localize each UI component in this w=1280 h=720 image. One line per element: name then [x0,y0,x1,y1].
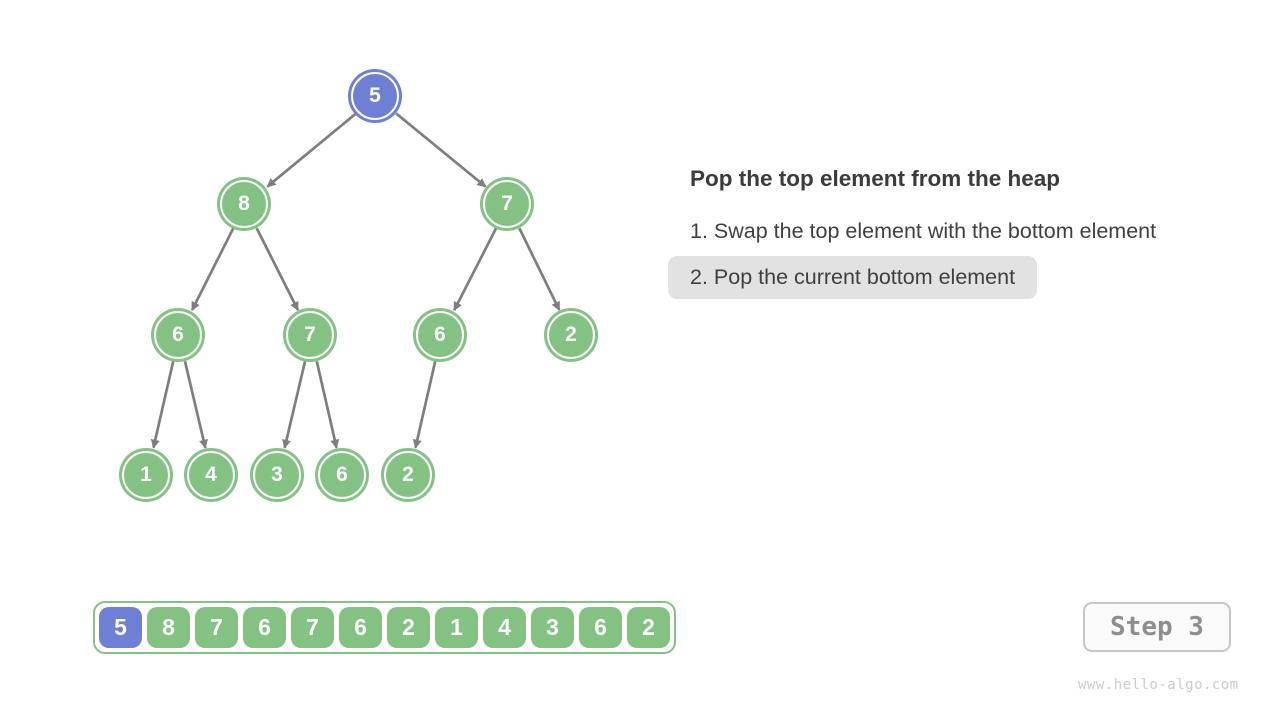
array-cell: 6 [339,607,382,648]
array-cell: 6 [243,607,286,648]
step-badge: Step 3 [1083,602,1231,652]
panel-title: Pop the top element from the heap [690,166,1061,191]
tree-node: 7 [286,311,334,359]
tree-node: 5 [351,72,399,120]
array-cell: 8 [147,607,190,648]
tree-node: 8 [220,180,268,228]
tree-node: 4 [187,451,235,499]
tree-node: 2 [384,451,432,499]
tree-node: 2 [547,311,595,359]
tree-edge [315,361,340,449]
explanation-panel: Pop the top element from the heap 1. Swa… [668,164,1250,299]
array-cell: 3 [531,607,574,648]
array-cell: 2 [627,607,670,648]
watermark: www.hello-algo.com [1078,677,1239,693]
tree-edge [190,227,235,311]
tree-edge [395,112,487,188]
tree-edge [183,360,208,449]
tree-edge [266,112,357,188]
tree-edge [412,361,437,449]
step-row-1: 1. Swap the top element with the bottom … [690,210,1250,253]
array-cell: 7 [291,607,334,648]
step-item-2: 2. Pop the current bottom element [668,256,1038,299]
tree-edge [282,360,307,449]
array-cell: 7 [195,607,238,648]
tree-node: 6 [318,451,366,499]
tree-node: 3 [253,451,301,499]
array-cell: 5 [99,607,142,648]
tree-edges-group [150,112,561,449]
array-cell: 1 [435,607,478,648]
step-badge-label: Step 3 [1110,612,1204,642]
tree-edge [453,227,498,312]
step-row-2: 2. Pop the current bottom element [668,256,1250,299]
tree-node: 6 [154,311,202,359]
array-cell: 6 [579,607,622,648]
array-cell: 2 [387,607,430,648]
tree-edge [150,361,175,449]
tree-node: 1 [122,451,170,499]
tree-edge [518,227,561,311]
step-item-1: 1. Swap the top element with the bottom … [690,219,1157,243]
tree-node: 7 [483,180,531,228]
array-cell: 4 [483,607,526,648]
tree-node: 6 [416,311,464,359]
tree-edge [255,227,300,311]
